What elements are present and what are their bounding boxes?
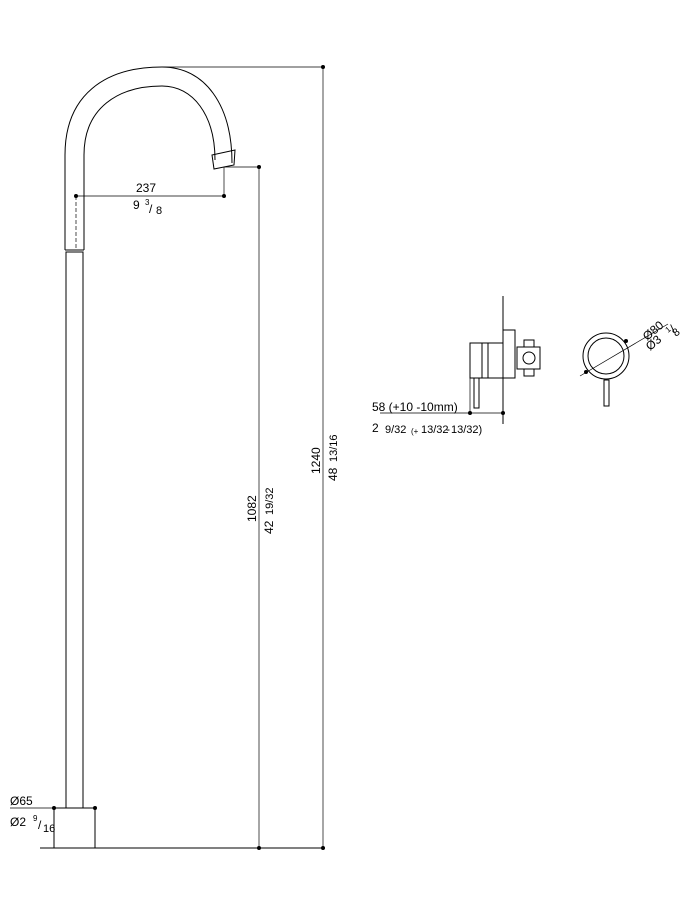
spout-column xyxy=(65,251,84,809)
plate-diameter-inch-den: 8 xyxy=(670,326,682,339)
plate-diameter-dimension: Ø80 Ø3 1 / 8 xyxy=(640,318,683,354)
projection-tol-plus: 13/32 xyxy=(421,424,449,436)
outlet-height-mm: 1082 xyxy=(245,495,259,522)
mixer-front-lever xyxy=(603,379,610,407)
spout-base xyxy=(53,807,96,849)
outlet-height-inch-frac: 19/32 xyxy=(264,487,276,515)
base-diameter-dimension: Ø65 Ø2 9 / 16 xyxy=(10,794,97,835)
mixer-plate-inner xyxy=(587,337,625,375)
mixer-front-view xyxy=(579,323,669,407)
projection-tol-minus: 13/32) xyxy=(451,424,482,436)
outlet-height-inch-whole: 42 xyxy=(262,520,276,534)
plate-diameter-inch-num: 1 xyxy=(664,324,674,334)
projection-inch-frac: 9/32 xyxy=(385,424,406,436)
base-diameter-inch-num: 9 xyxy=(33,814,38,823)
reach-mm: 237 xyxy=(136,181,156,195)
projection-open: (+ xyxy=(411,427,419,436)
mixer-side-view xyxy=(380,296,541,424)
spout-tip xyxy=(211,149,236,170)
outlet-height-dimension: 1082 42 19/32 xyxy=(224,165,276,850)
base-diameter-inch-den: 16 xyxy=(43,823,55,835)
overall-height-inch-frac: 13/16 xyxy=(328,434,340,462)
overall-height-dimension: 1240 48 13/16 xyxy=(162,65,340,850)
reach-inch-den: 8 xyxy=(156,205,162,217)
projection-mm: 58 (+10 -10mm) xyxy=(372,400,458,414)
freestanding-spout xyxy=(40,66,325,849)
overall-height-mm: 1240 xyxy=(309,447,323,474)
projection-sep: - xyxy=(446,422,450,436)
mixer-plate-outer xyxy=(582,332,630,380)
mixer-lever xyxy=(473,377,480,409)
mixer-cartridge xyxy=(516,346,541,370)
reach-inch-whole: 9 xyxy=(133,198,140,212)
projection-inch-whole: 2 xyxy=(372,421,379,435)
spout-gooseneck-inner xyxy=(83,85,216,250)
spout-gooseneck-outer xyxy=(64,66,233,250)
base-diameter-mm: Ø65 xyxy=(10,794,33,808)
svg-text:/: / xyxy=(149,202,153,216)
reach-inch-num: 3 xyxy=(145,198,150,207)
base-diameter-inch-whole: Ø2 xyxy=(10,815,26,829)
mixer-body xyxy=(469,342,504,379)
projection-dimension: 58 (+10 -10mm) 2 9/32 (+ 13/32 - 13/32) xyxy=(372,400,482,436)
reach-dimension: 237 9 3 / 8 xyxy=(74,167,226,250)
overall-height-inch-whole: 48 xyxy=(326,467,340,481)
svg-text:/: / xyxy=(38,818,42,832)
mixer-cover-plate xyxy=(502,329,516,379)
